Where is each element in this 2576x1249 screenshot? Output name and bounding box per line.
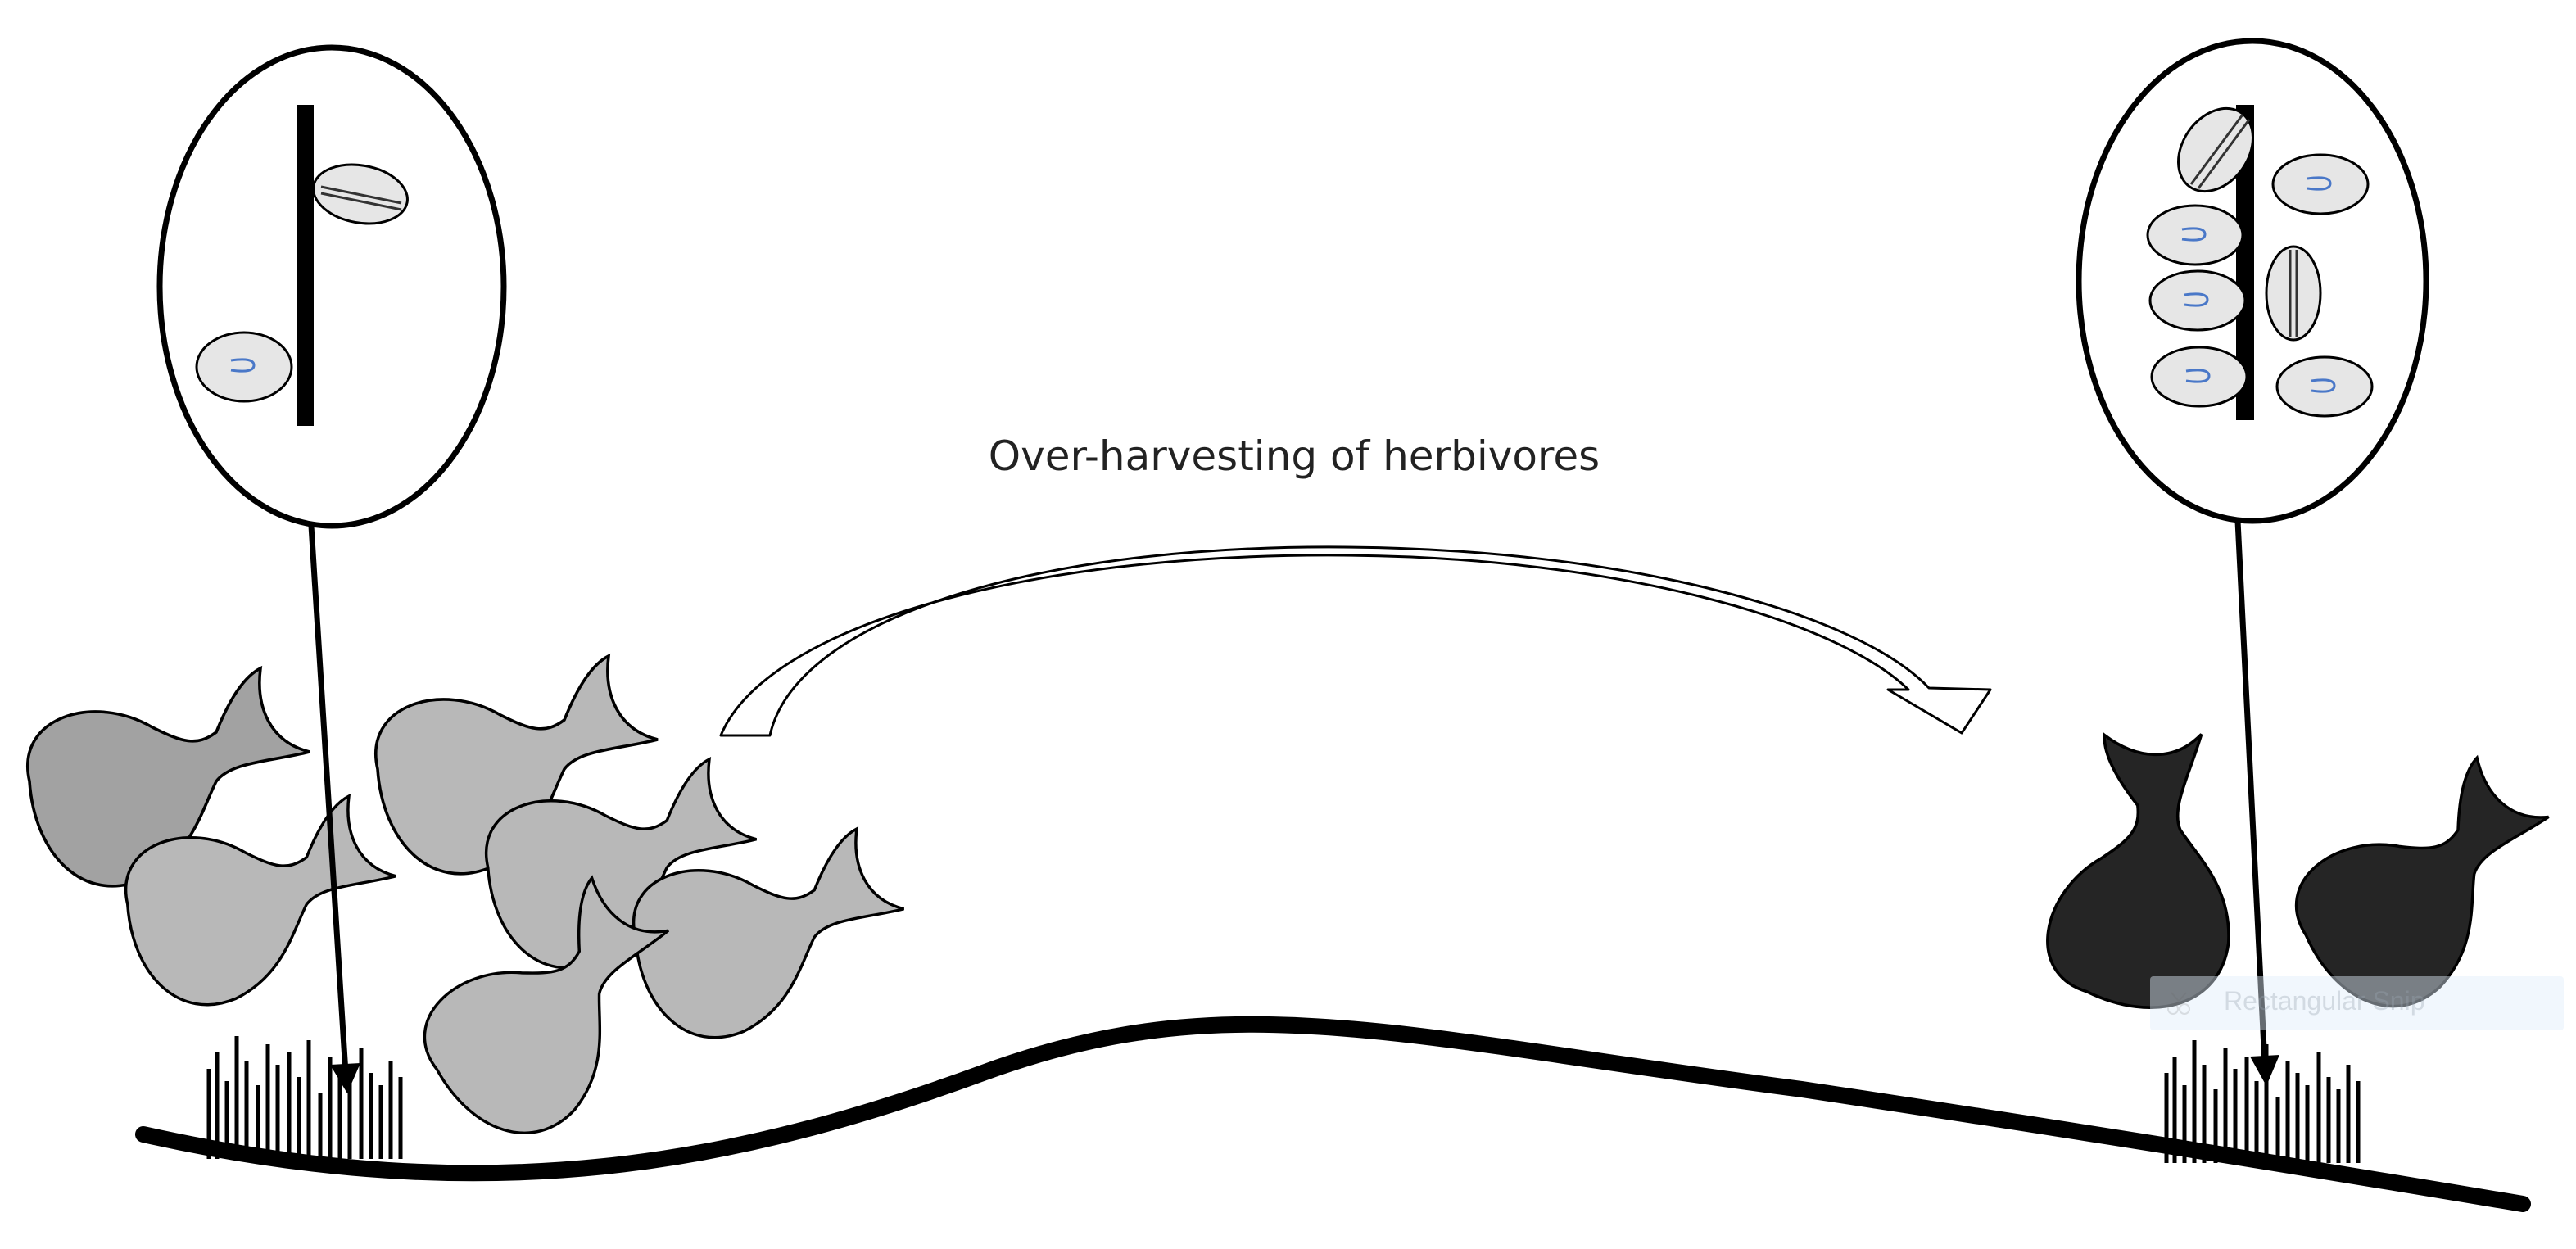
scissors-icon xyxy=(2167,992,2190,1015)
seagrass-left xyxy=(209,1036,401,1159)
algae-organism xyxy=(2148,269,2247,332)
algae-organism xyxy=(195,331,293,403)
herbivore-fish-school xyxy=(25,654,906,1163)
inset-before xyxy=(156,44,507,529)
grazed-organism xyxy=(2265,245,2322,342)
inset-pointer-left xyxy=(308,525,360,1093)
ghost-snip-label: Rectangular Snip xyxy=(2224,986,2425,1016)
algae-organism xyxy=(2146,204,2244,266)
caption: Over-harvesting of herbivores xyxy=(988,432,1600,480)
inset-pointer-right xyxy=(2234,520,2279,1086)
algae-organism xyxy=(2275,355,2374,418)
algae-organism xyxy=(2271,153,2370,215)
algae-organism xyxy=(2150,346,2248,408)
transition-arrow xyxy=(719,545,1992,737)
inset-after xyxy=(2076,38,2429,524)
ghost-snip-tooltip: Rectangular Snip xyxy=(2150,976,2564,1030)
grazed-organism xyxy=(2177,106,2254,193)
grazed-organism xyxy=(312,163,409,225)
